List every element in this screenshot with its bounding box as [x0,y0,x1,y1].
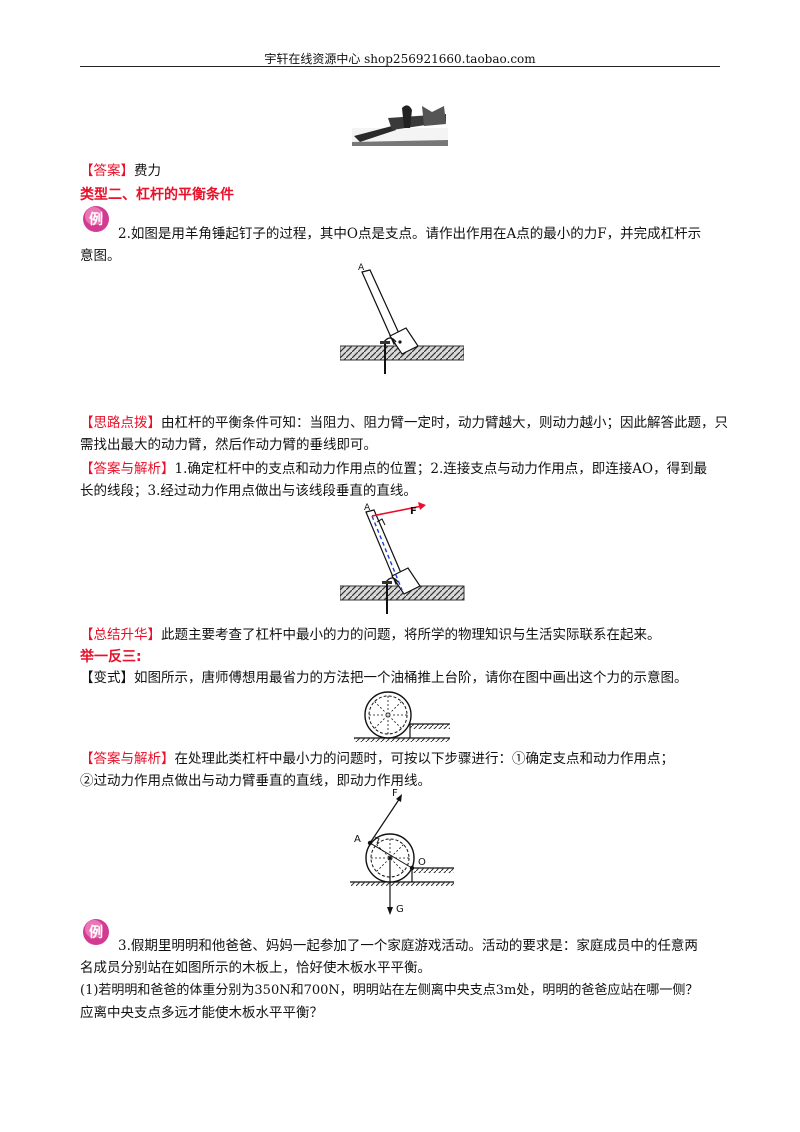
solution3-line2: ②过动力作用点做出与动力臂垂直的直线，即动力作用线。 [80,773,431,789]
solution3-text-1: 在处理此类杠杆中最小力的问题时，可按以下步骤进行：①确定支点和动力作用点； [174,751,675,767]
fig4-label-g: G [396,904,404,915]
answer-1: 【答案】费力 [80,160,161,182]
example-badge-icon: 例 [83,919,109,945]
solution2-tag: 【答案与解析】 [80,461,175,477]
example-badge-label: 例 [89,211,103,228]
claw-hammer-figure: A [340,263,464,374]
solution2-line2: 长的线段；3.经过动力作用点做出与该线段垂直的直线。 [80,483,417,499]
summary: 【总结升华】此题主要考查了杠杆中最小的力的问题，将所学的物理知识与生活实际联系在… [80,624,661,646]
summary-text: 此题主要考查了杠杆中最小的力的问题，将所学的物理知识与生活实际联系在起来。 [161,627,661,643]
ex3-line1: 3.假期里明明和他爸爸、妈妈一起参加了一个家庭游戏活动。活动的要求是：家庭成员中… [118,938,698,954]
variant-text: 如图所示，唐师傅想用最省力的方法把一个油桶推上台阶，请你在图中画出这个力的示意图… [134,670,688,686]
fig4-label-o: O [418,857,426,868]
oil-drum-figure [354,691,450,742]
summary-tag: 【总结升华】 [80,627,161,643]
ex3-line3: (1)若明明和爸爸的体重分别为350N和700N，明明站在左侧离中央支点3m处，… [80,983,699,998]
answer-tag: 【答案】 [80,163,134,179]
variant: 【变式】如图所示，唐师傅想用最省力的方法把一个油桶推上台阶，请你在图中画出这个力… [80,667,688,689]
hint-text-1: 由杠杆的平衡条件可知：当阻力、阻力臂一定时，动力臂越大，则动力越小；因此解答此题… [161,415,728,431]
solution3-tag: 【答案与解析】 [80,751,175,767]
solution3-line1: 【答案与解析】在处理此类杠杆中最小力的问题时，可按以下步骤进行：①确定支点和动力… [80,748,674,770]
ex2-line1: 2.如图是用羊角锤起钉子的过程，其中O点是支点。请作出作用在A点的最小的力F，并… [118,226,702,242]
solution2-text-1: 1.确定杠杆中的支点和动力作用点的位置；2.连接支点与动力作用点，即连接AO，得… [174,461,708,477]
ex3-line2: 名成员分别站在如图所示的木板上，恰好使木板水平平衡。 [80,960,431,976]
claw-hammer-solution-figure: A F [340,502,465,614]
fig4-label-f: F [392,788,398,799]
hint-line1: 【思路点拨】由杠杆的平衡条件可知：当阻力、阻力臂一定时，动力臂越大，则动力越小；… [80,412,728,434]
variant-tag: 【变式】 [80,670,134,686]
page-header: 宇轩在线资源中心 shop256921660.taobao.com [264,52,536,66]
lever-log-illustration [352,105,448,146]
header-divider [80,66,720,67]
fig2-label-a: A [364,503,371,513]
hint-line2: 需找出最大的动力臂，然后作动力臂的垂线即可。 [80,437,377,453]
example-badge-icon: 例 [83,206,109,232]
fig1-label-a: A [358,263,365,273]
solution2-line1: 【答案与解析】1.确定杠杆中的支点和动力作用点的位置；2.连接支点与动力作用点，… [80,458,707,480]
hint-tag: 【思路点拨】 [80,415,161,431]
section-heading: 类型二、杠杆的平衡条件 [80,187,234,203]
fig2-label-f: F [410,506,417,517]
ex2-line2: 意图。 [80,248,121,264]
answer-text: 费力 [134,163,161,179]
oil-drum-solution-figure: F A O G [350,788,454,915]
example-badge-label: 例 [89,924,103,941]
practice-heading: 举一反三: [80,649,142,665]
fig4-label-a: A [354,834,361,845]
ex3-line4: 应离中央支点多远才能使木板水平平衡？ [80,1005,323,1021]
